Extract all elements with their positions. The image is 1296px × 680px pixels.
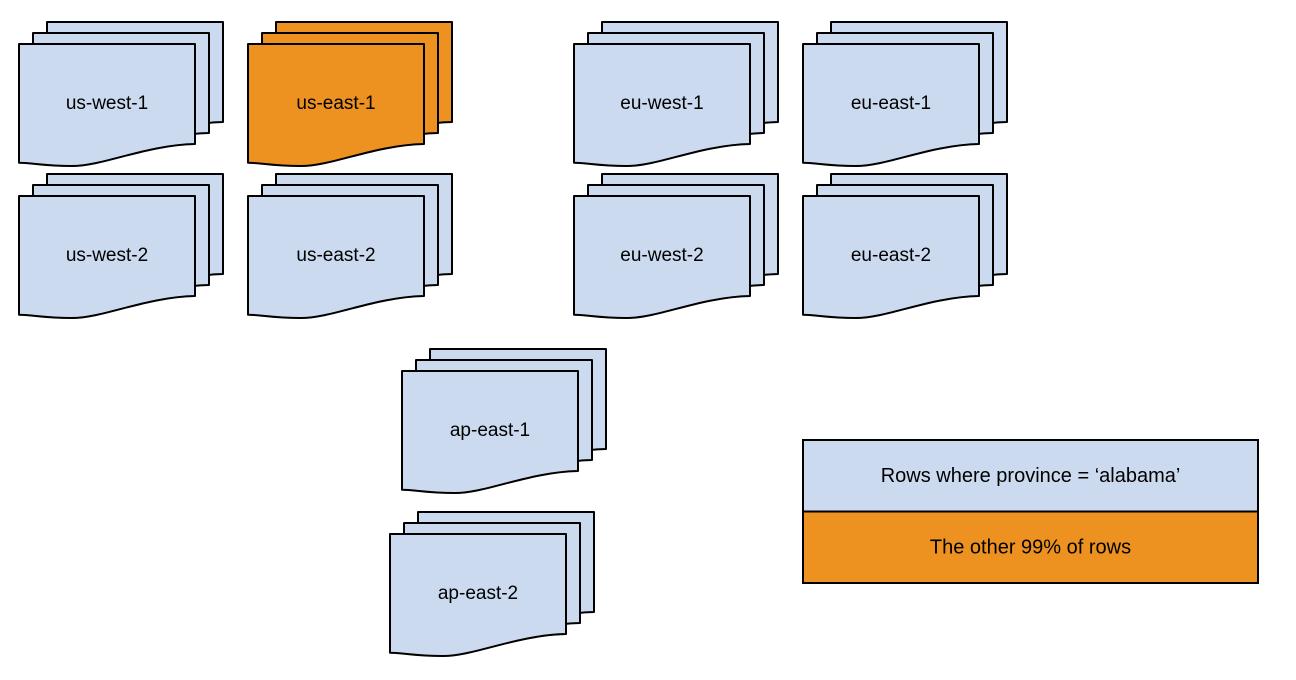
document-card-front-us-west-1	[18, 43, 196, 167]
legend-row-matching[interactable]: Rows where province = ‘alabama’	[802, 439, 1259, 513]
region-label-ap-east-1: ap-east-1	[450, 420, 530, 441]
region-stack-ap-east-2[interactable]: ap-east-2	[389, 511, 595, 657]
document-card-front-us-west-2	[18, 195, 196, 319]
legend-label-0: Rows where province = ‘alabama’	[881, 465, 1181, 487]
legend-row-other[interactable]: The other 99% of rows	[802, 510, 1259, 584]
region-stack-us-west-1[interactable]: us-west-1	[18, 21, 224, 167]
document-card-front-ap-east-2	[389, 533, 567, 657]
region-label-eu-east-2: eu-east-2	[851, 245, 931, 266]
region-stack-us-east-1[interactable]: us-east-1	[247, 21, 453, 167]
region-stack-us-east-2[interactable]: us-east-2	[247, 173, 453, 319]
region-stack-ap-east-1[interactable]: ap-east-1	[401, 348, 607, 494]
region-label-us-west-2: us-west-2	[66, 245, 148, 266]
region-stacks-group: us-west-1 us-east-1 eu-west-1 eu-east-1 us-w…	[18, 21, 1008, 657]
document-card-front-eu-west-2	[573, 195, 751, 319]
region-label-us-east-1: us-east-1	[296, 93, 375, 114]
region-label-eu-west-1: eu-west-1	[620, 93, 703, 114]
document-card-front-us-east-2	[247, 195, 425, 319]
region-label-eu-east-1: eu-east-1	[851, 93, 931, 114]
region-label-ap-east-2: ap-east-2	[438, 583, 518, 604]
legend-group: Rows where province = ‘alabama’ The other…	[802, 439, 1259, 584]
region-stack-eu-west-2[interactable]: eu-west-2	[573, 173, 779, 319]
region-stack-eu-east-2[interactable]: eu-east-2	[802, 173, 1008, 319]
legend-label-1: The other 99% of rows	[930, 537, 1131, 559]
region-stack-eu-east-1[interactable]: eu-east-1	[802, 21, 1008, 167]
region-stack-eu-west-1[interactable]: eu-west-1	[573, 21, 779, 167]
region-label-us-west-1: us-west-1	[66, 93, 148, 114]
document-card-front-ap-east-1	[401, 370, 579, 494]
document-card-front-eu-east-2	[802, 195, 980, 319]
legend-swatch-0	[802, 439, 1259, 513]
region-label-us-east-2: us-east-2	[296, 245, 375, 266]
document-card-front-eu-east-1	[802, 43, 980, 167]
region-stack-us-west-2[interactable]: us-west-2	[18, 173, 224, 319]
document-card-front-eu-west-1	[573, 43, 751, 167]
region-label-eu-west-2: eu-west-2	[620, 245, 703, 266]
document-card-front-us-east-1	[247, 43, 425, 167]
legend-swatch-1	[802, 510, 1259, 584]
